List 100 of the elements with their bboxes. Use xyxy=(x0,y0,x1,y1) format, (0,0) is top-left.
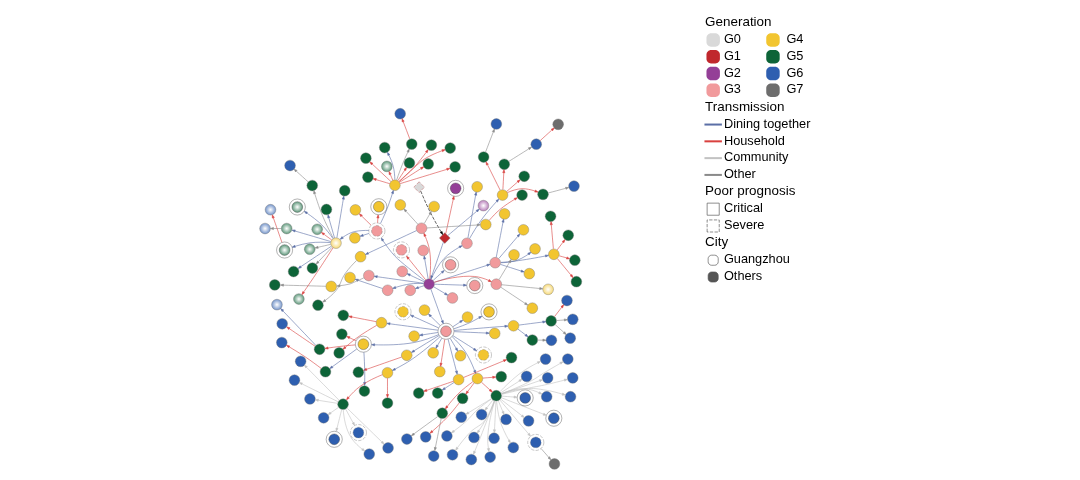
arrow xyxy=(451,398,492,434)
arrow xyxy=(376,214,380,224)
arrow xyxy=(453,315,483,330)
node-circle xyxy=(337,309,349,321)
node-circle xyxy=(453,373,465,386)
arrow xyxy=(449,338,458,352)
node-circle xyxy=(375,317,388,329)
arrow xyxy=(452,319,464,328)
arrow xyxy=(397,167,407,182)
node-circle xyxy=(408,330,420,342)
arrow xyxy=(428,313,441,326)
arrow xyxy=(500,287,529,306)
arrow xyxy=(354,278,383,289)
arrow xyxy=(498,400,505,415)
node-circle xyxy=(545,334,557,346)
arrow xyxy=(386,322,439,331)
node-circle xyxy=(352,366,364,378)
label: Transmission xyxy=(705,98,785,114)
arrow xyxy=(500,398,525,418)
arrow xyxy=(423,255,429,279)
arrow xyxy=(420,190,443,235)
node-circle xyxy=(471,372,483,385)
arrow xyxy=(380,190,394,224)
legend-label: G5 xyxy=(786,47,804,63)
node-circle xyxy=(484,451,496,463)
arrow xyxy=(557,258,574,278)
arrow xyxy=(447,338,458,375)
arrow xyxy=(304,364,340,401)
node-circle xyxy=(336,328,348,340)
arrow xyxy=(327,214,335,239)
arrow xyxy=(469,198,500,239)
arrow xyxy=(411,416,438,437)
node-circle xyxy=(480,218,492,231)
node-circle xyxy=(490,118,502,130)
node-circle xyxy=(455,411,467,423)
legend-label: Guangzhou xyxy=(723,251,790,267)
node-circle xyxy=(541,391,553,403)
arrow xyxy=(387,152,396,180)
node-circle xyxy=(428,450,440,462)
arrow xyxy=(500,254,549,263)
node-circle xyxy=(471,181,483,193)
node-circle xyxy=(567,313,579,325)
arrow xyxy=(501,284,544,290)
node-circle xyxy=(564,391,577,403)
node-circle xyxy=(362,171,374,183)
arrow xyxy=(286,345,322,369)
arrow xyxy=(476,400,495,434)
node-circle xyxy=(521,370,533,382)
node-circle xyxy=(465,453,477,466)
arrow xyxy=(313,190,334,239)
legend-label: Community xyxy=(723,149,789,165)
arrow xyxy=(453,324,509,331)
arrow xyxy=(500,388,543,395)
arrow xyxy=(363,356,402,371)
legend-label: Critical xyxy=(723,200,763,216)
arrow xyxy=(423,381,454,392)
arrow xyxy=(371,334,439,347)
arrow xyxy=(373,275,424,284)
arrow xyxy=(301,247,334,295)
arrow xyxy=(369,161,392,182)
arrow xyxy=(489,197,518,221)
arrow xyxy=(363,351,367,386)
node-circle xyxy=(567,372,579,384)
legend-label: G2 xyxy=(723,64,741,80)
node-circle xyxy=(489,327,501,339)
arrow xyxy=(501,388,566,396)
arrow xyxy=(335,409,342,432)
arrow xyxy=(453,331,490,335)
node-circle xyxy=(489,257,501,269)
node-circle xyxy=(446,449,459,461)
arrow xyxy=(396,148,410,181)
node-circle xyxy=(312,299,324,311)
arrow xyxy=(500,379,523,393)
arrow xyxy=(439,339,446,367)
node-circle xyxy=(507,320,520,332)
arrow xyxy=(549,221,554,249)
arrow xyxy=(424,211,432,224)
node-circle xyxy=(269,279,281,291)
arrow xyxy=(501,397,547,416)
arrow xyxy=(392,336,441,371)
arrow xyxy=(501,361,564,395)
arrow xyxy=(548,187,569,194)
legend-label: Dining together xyxy=(723,115,811,131)
node-circle xyxy=(415,222,428,234)
arrow xyxy=(345,408,355,426)
node-circle xyxy=(545,210,557,222)
arrow xyxy=(556,239,566,251)
arrow xyxy=(465,382,475,395)
arrow xyxy=(484,399,494,411)
arrow xyxy=(501,379,543,395)
node-circle xyxy=(495,371,507,383)
node-circle xyxy=(304,393,316,405)
arrow xyxy=(500,252,532,264)
node-circle xyxy=(498,158,510,170)
node-circle xyxy=(417,244,429,257)
arrow xyxy=(465,398,492,415)
arrow xyxy=(314,244,331,249)
arrow xyxy=(399,168,451,184)
legend-label: Other xyxy=(723,166,756,182)
arrow xyxy=(346,407,385,445)
